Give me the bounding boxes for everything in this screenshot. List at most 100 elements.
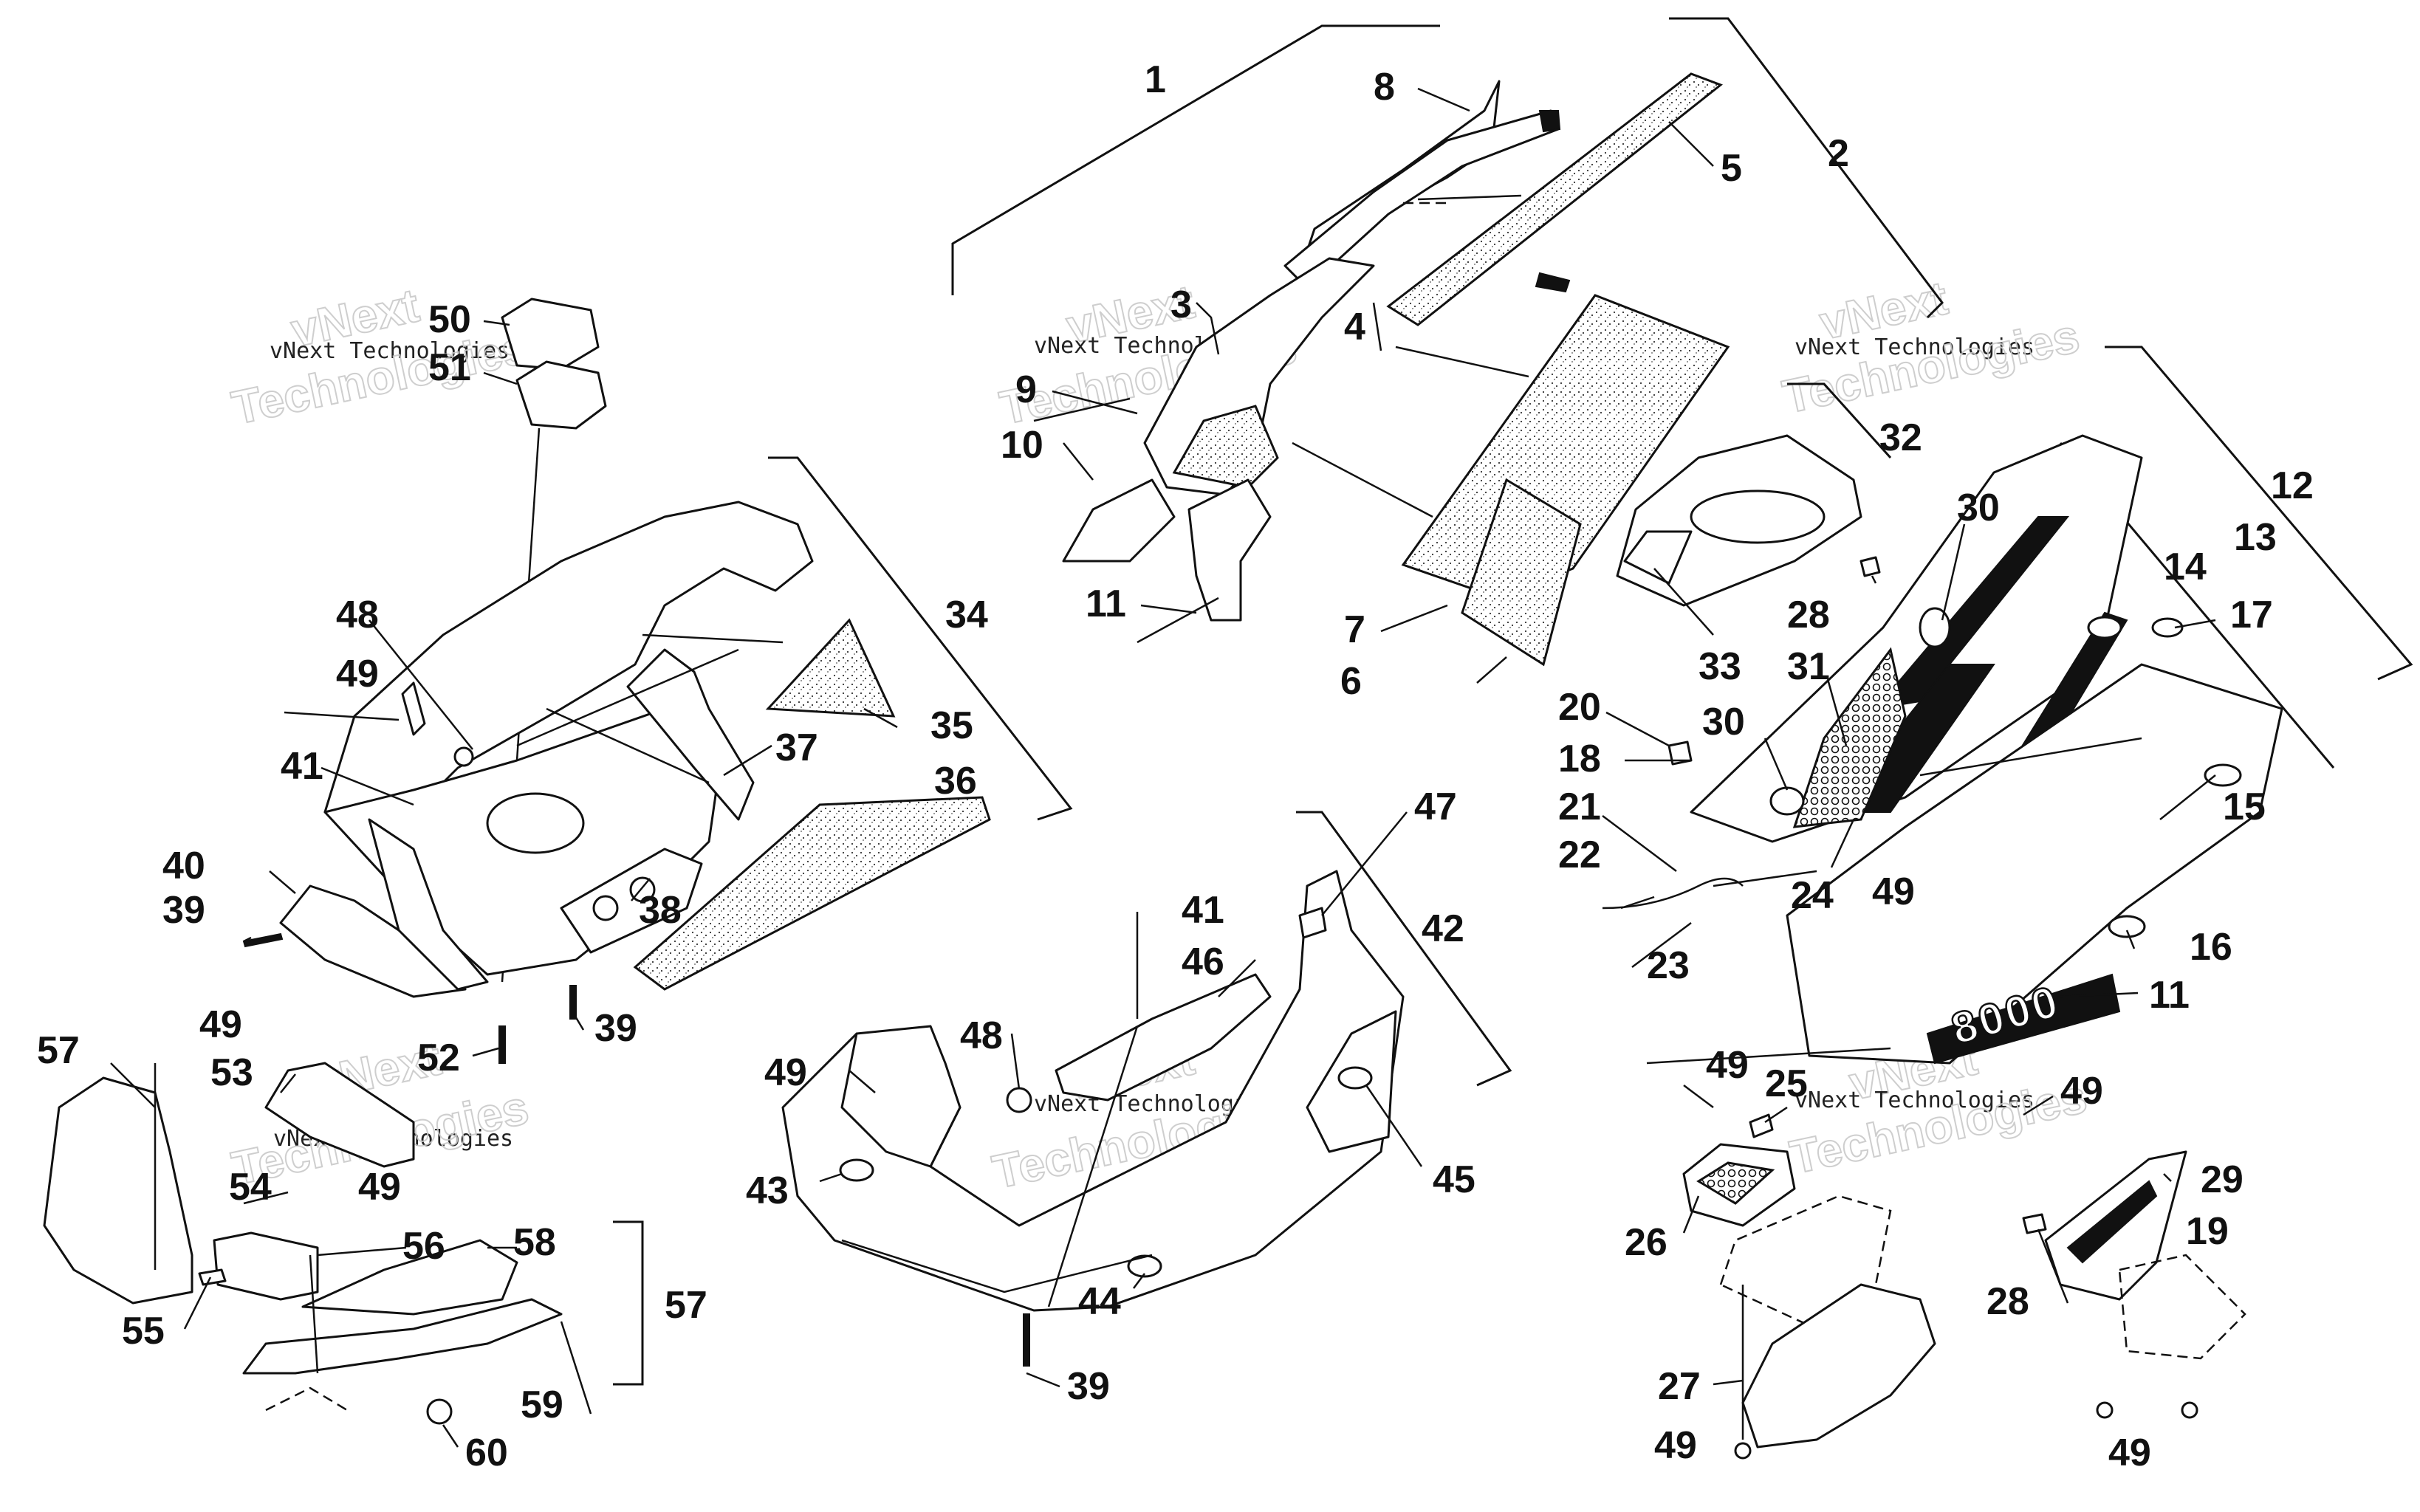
gauge-bezel-50 xyxy=(501,298,600,371)
hood-guide-line-a xyxy=(1292,441,1433,518)
leader-59 xyxy=(560,1321,592,1415)
callout-45: 45 xyxy=(1433,1158,1475,1201)
leader-lines xyxy=(110,87,2216,1448)
hood-guide-line-b xyxy=(1395,346,1529,378)
leader-41a xyxy=(321,766,414,806)
callout-57-group: 57 xyxy=(665,1284,707,1327)
leader-39b xyxy=(571,1011,585,1031)
callout-35: 35 xyxy=(930,704,973,747)
vent-oval xyxy=(1690,489,1826,544)
leader-53 xyxy=(280,1073,296,1093)
leader-27 xyxy=(1713,1379,1744,1386)
foam-strip-5 xyxy=(1386,72,1724,326)
bracket-32 xyxy=(1787,382,1892,459)
side-panel-assembly: 8000 xyxy=(1602,434,2283,1065)
callout-33: 33 xyxy=(1699,645,1741,688)
nose-lower-bezel-10 xyxy=(1062,478,1176,563)
leader-48b xyxy=(1010,1033,1021,1090)
callout-58: 58 xyxy=(513,1221,556,1264)
leader-44 xyxy=(1133,1273,1145,1289)
leader-16 xyxy=(2125,929,2136,949)
callout-37: 37 xyxy=(775,726,818,769)
group-brackets xyxy=(613,17,2413,1386)
grommet-16 xyxy=(2108,915,2146,938)
hood-guide-line-e xyxy=(1137,597,1219,644)
leader-21 xyxy=(1602,815,1677,872)
hood-guide-line-d xyxy=(1033,397,1131,422)
callout-50: 50 xyxy=(428,298,471,341)
foam-clip xyxy=(1535,272,1571,293)
callout-28-lower: 28 xyxy=(1987,1280,2029,1323)
watermark-company-text: vNext Technologies xyxy=(270,338,510,364)
leader-49j xyxy=(2023,1095,2054,1116)
callout-21: 21 xyxy=(1558,786,1601,828)
leader-23 xyxy=(1631,922,1692,968)
callout-12: 12 xyxy=(2271,464,2314,507)
bracket-57 xyxy=(613,1220,644,1386)
callout-43: 43 xyxy=(746,1169,789,1212)
callout-3: 3 xyxy=(1170,284,1192,326)
watermark-company-text: vNext Technologies xyxy=(1795,1087,2035,1113)
callout-46: 46 xyxy=(1182,941,1224,983)
screw-39a xyxy=(242,932,284,948)
leader-11a xyxy=(1140,604,1197,614)
side-panel-graphic-stripe-a xyxy=(1874,516,2070,710)
grommet-17 xyxy=(2151,617,2184,638)
foam-pad-36 xyxy=(633,796,991,991)
callout-31: 31 xyxy=(1787,645,1830,688)
callout-29: 29 xyxy=(2201,1158,2244,1201)
callout-49-console: 49 xyxy=(336,653,379,695)
leader-49i xyxy=(1646,1047,1891,1065)
vent-hole-a xyxy=(592,895,619,921)
callout-13: 13 xyxy=(2234,516,2277,559)
mount-outline-60 xyxy=(265,1386,348,1412)
guide-line-41 xyxy=(1047,1025,1139,1307)
callout-16: 16 xyxy=(2190,926,2232,969)
leader-26 xyxy=(1682,1195,1700,1234)
callout-53: 53 xyxy=(210,1051,253,1094)
leader-49k xyxy=(1683,1085,1714,1108)
callout-25: 25 xyxy=(1765,1062,1808,1105)
vent-grille-33 xyxy=(1623,530,1693,585)
leader-28a xyxy=(1871,575,1877,584)
callout-22: 22 xyxy=(1558,834,1601,876)
leader-50 xyxy=(483,320,510,326)
screw-39c xyxy=(1023,1313,1030,1367)
leader-51 xyxy=(483,371,518,385)
belly-pan-assembly xyxy=(781,870,1405,1367)
gauge-opening xyxy=(486,792,585,854)
foam-block-6 xyxy=(1461,478,1582,667)
clip-47 xyxy=(1298,907,1327,939)
leader-39c xyxy=(1026,1372,1060,1388)
callout-10: 10 xyxy=(1001,424,1043,467)
callout-26: 26 xyxy=(1625,1221,1667,1264)
leader-30b xyxy=(1763,738,1789,791)
belly-pan-crease xyxy=(841,1239,1153,1293)
leader-40 xyxy=(269,870,296,894)
foam-triangle-35 xyxy=(765,618,896,718)
side-panel-mesh-31 xyxy=(1792,647,1907,828)
callout-47: 47 xyxy=(1414,786,1457,828)
leader-3 xyxy=(1196,302,1220,355)
leader-5 xyxy=(1668,121,1714,167)
lower-right-panels xyxy=(1682,1113,2246,1460)
callout-57-cover: 57 xyxy=(37,1029,80,1072)
callout-11-front: 11 xyxy=(1086,583,1126,625)
leader-47 xyxy=(1321,811,1408,916)
leader-54 xyxy=(243,1191,289,1205)
callout-48-console: 48 xyxy=(336,594,379,636)
hood-trim-clip xyxy=(1538,110,1561,133)
bracket-1 xyxy=(951,24,1440,295)
bracket-42 xyxy=(1296,811,1512,1087)
callout-6: 6 xyxy=(1340,660,1362,703)
leader-20 xyxy=(1605,711,1670,747)
callout-38: 38 xyxy=(639,889,682,932)
bolt-55 xyxy=(198,1268,227,1286)
callout-59: 59 xyxy=(521,1384,563,1426)
bracket-34 xyxy=(768,456,1073,821)
belly-pan-tray-46 xyxy=(1055,973,1272,1102)
rivet-49-c xyxy=(2181,1401,2198,1419)
leader-46 xyxy=(1218,959,1256,997)
callout-20: 20 xyxy=(1558,686,1601,729)
